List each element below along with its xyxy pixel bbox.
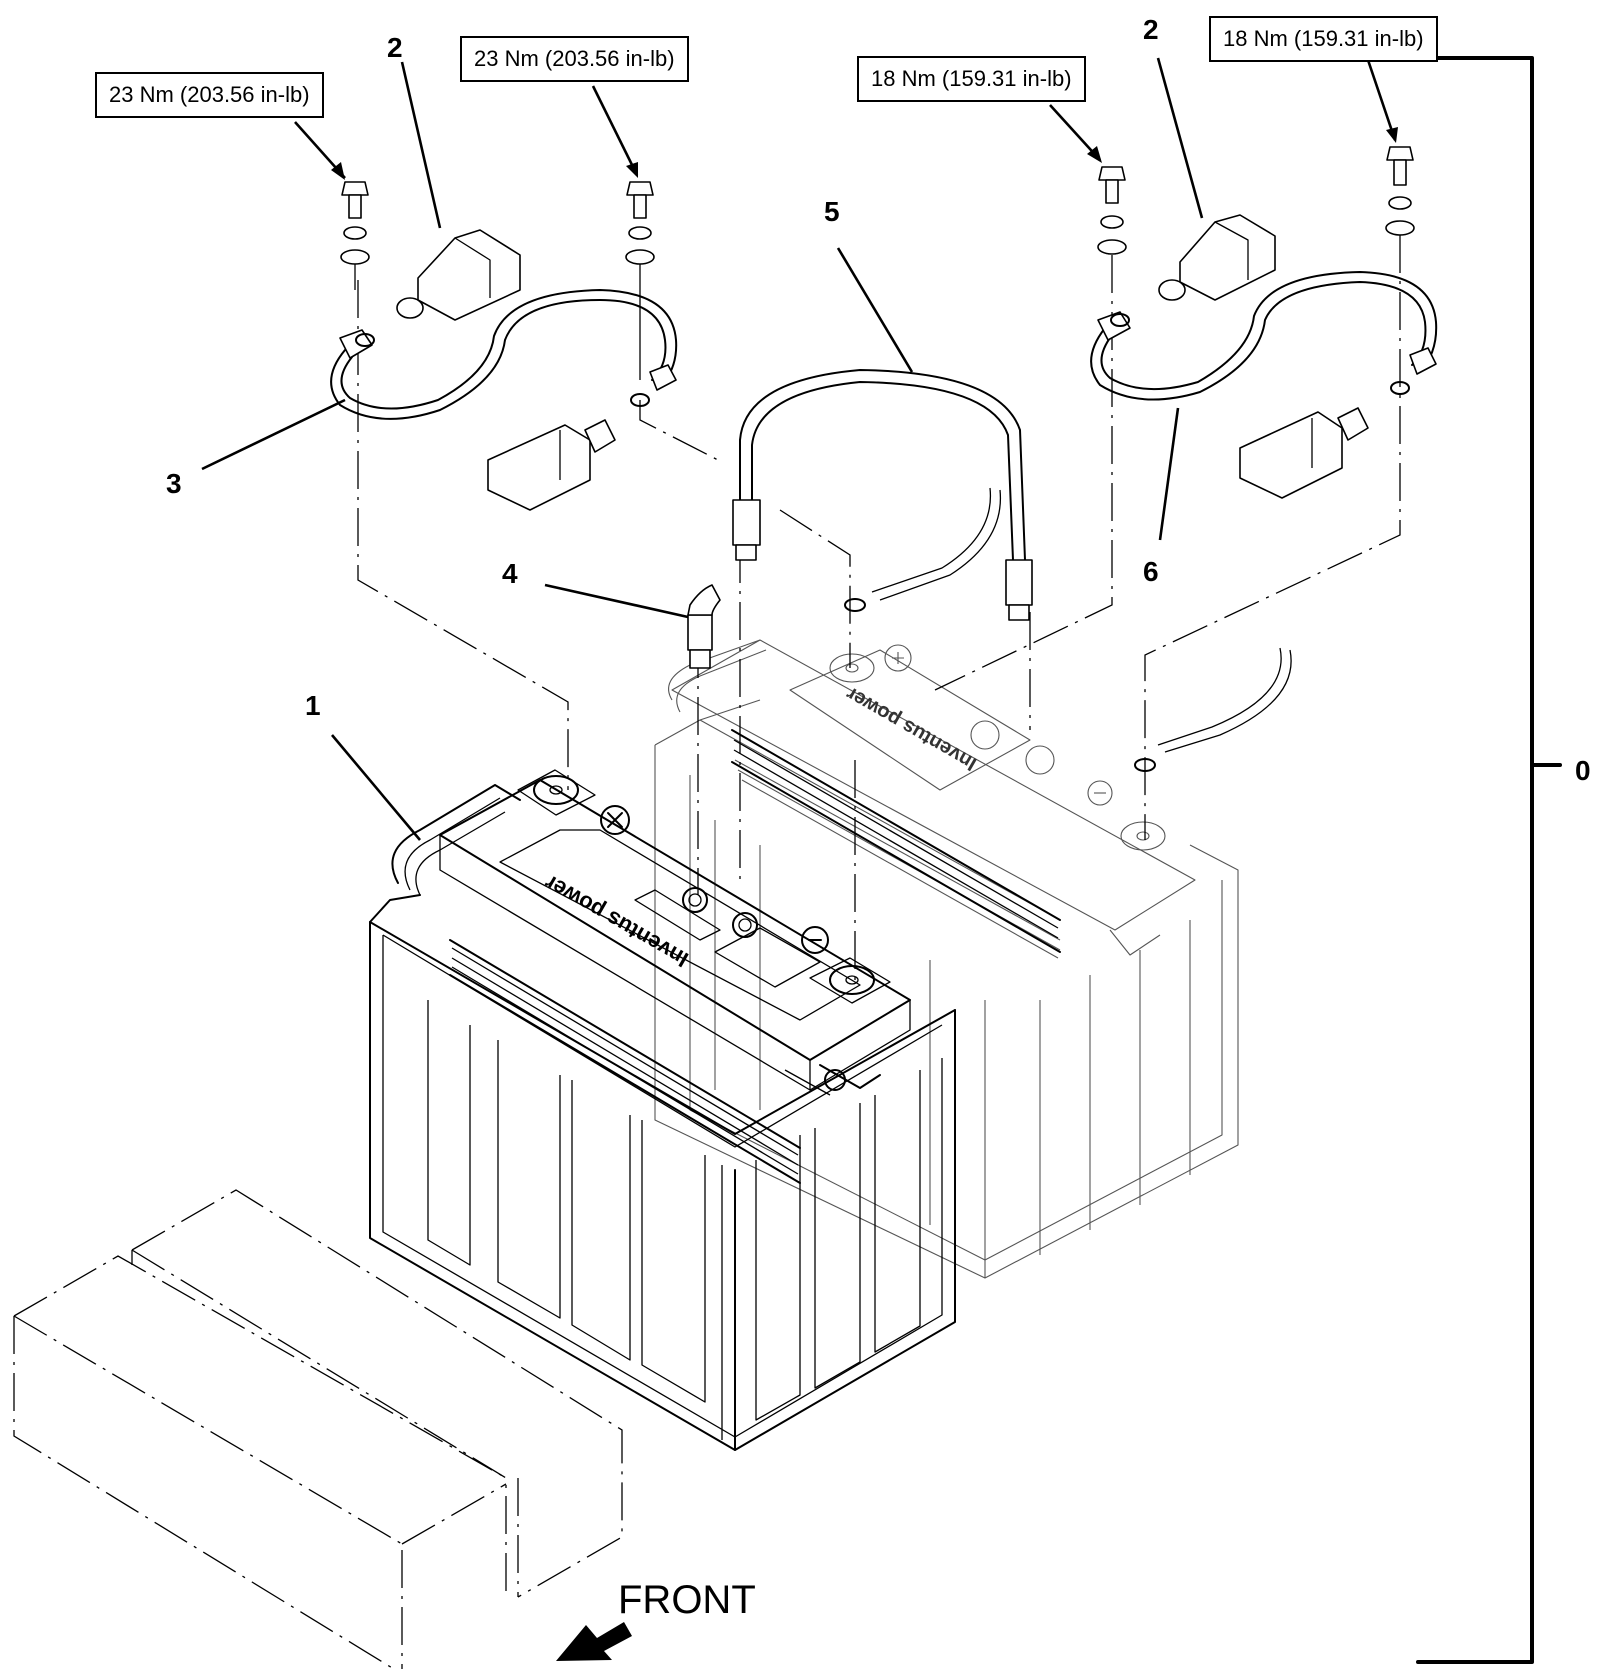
svg-text:Inventus power: Inventus power <box>842 682 980 775</box>
assembly-bracket <box>1392 56 1562 1664</box>
terminal-cover-mid-left <box>487 419 616 511</box>
callout-2-right: 2 <box>1143 14 1159 45</box>
bolt-stack-3 <box>1097 166 1127 255</box>
callout-4: 4 <box>502 558 518 589</box>
terminal-cover-top-right <box>1158 214 1276 301</box>
front-battery-fins <box>449 939 801 1184</box>
rear-battery-fins <box>731 729 1061 953</box>
phantom-floor-boxes <box>13 1189 623 1669</box>
cable-right <box>1090 271 1438 401</box>
cable-left <box>330 289 678 420</box>
vent-hose <box>732 369 1292 772</box>
torque-label-right-inner: 18 Nm (159.31 in-lb) <box>857 56 1086 102</box>
callout-6: 6 <box>1143 556 1159 587</box>
bolt-stack-2 <box>625 181 655 380</box>
front-direction-arrow <box>556 1622 632 1661</box>
bolt-stack-4 <box>1385 146 1415 236</box>
torque-label-left-inner: 23 Nm (203.56 in-lb) <box>460 36 689 82</box>
elbow-fitting <box>687 584 721 669</box>
callout-0: 0 <box>1575 755 1591 786</box>
callout-1: 1 <box>305 690 321 721</box>
callout-2-left: 2 <box>387 32 403 63</box>
front-label: FRONT <box>618 1578 756 1622</box>
front-battery <box>369 769 956 1451</box>
rear-battery-phantom <box>654 639 1239 1279</box>
torque-label-right-outer: 18 Nm (159.31 in-lb) <box>1209 16 1438 62</box>
torque-label-left-outer: 23 Nm (203.56 in-lb) <box>95 72 324 118</box>
assembly-centerlines <box>357 235 1401 980</box>
callout-3: 3 <box>166 468 182 499</box>
callout-5: 5 <box>824 196 840 227</box>
leader-lines <box>201 57 1398 841</box>
bolt-stack-1 <box>340 181 370 290</box>
terminal-cover-mid-right <box>1239 407 1369 499</box>
terminal-cover-top-left <box>396 229 521 321</box>
